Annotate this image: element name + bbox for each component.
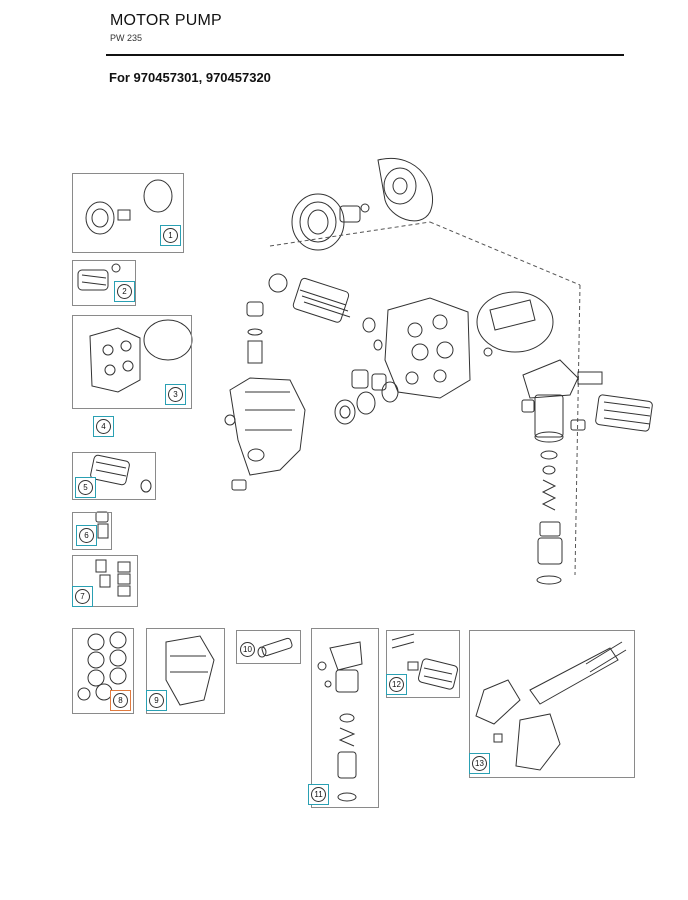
- header-divider: [106, 54, 624, 56]
- part-box-11[interactable]: [311, 628, 379, 808]
- alignment-lines: [269, 221, 581, 576]
- manifold-drawing: [384, 291, 554, 399]
- part-box-2[interactable]: [72, 260, 136, 306]
- part-badge-6[interactable]: 6: [76, 525, 97, 546]
- part-number-8: 8: [113, 693, 128, 708]
- unloader-drawing: [521, 359, 653, 443]
- seal-kit-drawing: [334, 339, 399, 425]
- part-number-6: 6: [79, 528, 94, 543]
- thumb-9: [165, 635, 215, 706]
- part-badge-8[interactable]: 8: [110, 690, 131, 711]
- thumb-5: [90, 454, 152, 493]
- part-number-5: 5: [78, 480, 93, 495]
- part-number-1: 1: [163, 228, 178, 243]
- part-badge-11[interactable]: 11: [308, 784, 329, 805]
- thumb-7: [95, 559, 131, 597]
- part-badge-10[interactable]: 10: [238, 640, 259, 661]
- part-box-8[interactable]: [72, 628, 134, 714]
- part-number-11: 11: [311, 787, 326, 802]
- part-badge-1[interactable]: 1: [160, 225, 181, 246]
- thumb-13: [475, 641, 627, 771]
- part-number-2: 2: [117, 284, 132, 299]
- model-number: PW 235: [110, 33, 143, 43]
- applicable-models: For 970457301, 970457320: [109, 70, 271, 85]
- thumb-1: [85, 179, 173, 235]
- part-badge-7[interactable]: 7: [72, 586, 93, 607]
- piston-drawing: [268, 273, 376, 333]
- valve-plug-drawing: [246, 301, 264, 364]
- part-badge-3[interactable]: 3: [165, 384, 186, 405]
- thumb-2: [77, 263, 121, 291]
- part-badge-5[interactable]: 5: [75, 477, 96, 498]
- part-number-3: 3: [168, 387, 183, 402]
- thumb-12: [391, 633, 459, 690]
- thumb-3: [89, 319, 193, 393]
- part-box-6[interactable]: [72, 512, 112, 550]
- motor-coupling-drawing: [291, 157, 434, 251]
- part-badge-9[interactable]: 9: [146, 690, 167, 711]
- part-number-12: 12: [389, 677, 404, 692]
- part-box-12[interactable]: [386, 630, 460, 698]
- part-number-7: 7: [75, 589, 90, 604]
- outlet-stack-drawing: [536, 450, 563, 585]
- part-number-13: 13: [472, 756, 487, 771]
- thumb-10: [257, 637, 293, 658]
- part-box-9[interactable]: [146, 628, 225, 714]
- thumb-11: [317, 641, 363, 802]
- part-box-1[interactable]: [72, 173, 184, 253]
- pump-body-drawing: [224, 377, 306, 491]
- part-box-5[interactable]: [72, 452, 156, 500]
- part-number-10: 10: [240, 642, 255, 657]
- part-box-3[interactable]: [72, 315, 192, 409]
- part-box-7[interactable]: [72, 555, 138, 607]
- part-badge-13[interactable]: 13: [469, 753, 490, 774]
- part-badge-12[interactable]: 12: [386, 674, 407, 695]
- thumb-8: [77, 631, 127, 701]
- part-badge-2[interactable]: 2: [114, 281, 135, 302]
- part-number-4: 4: [96, 419, 111, 434]
- part-box-10[interactable]: [236, 630, 301, 664]
- part-badge-4[interactable]: 4: [93, 416, 114, 437]
- page-title: MOTOR PUMP: [110, 12, 222, 29]
- part-number-9: 9: [149, 693, 164, 708]
- part-box-13[interactable]: [469, 630, 635, 778]
